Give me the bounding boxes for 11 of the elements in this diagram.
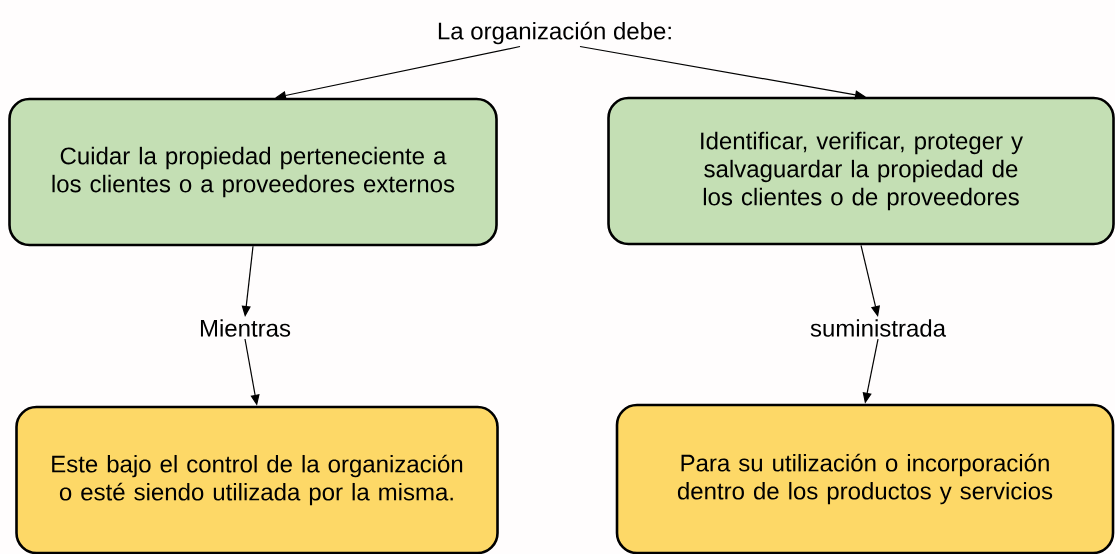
result-box: Para su utilización o incorporación dentro de los productos y servicios [615, 403, 1115, 554]
arrow [860, 244, 880, 317]
arrow [579, 45, 866, 100]
connector-text: La organización debe: [438, 21, 671, 45]
result-box: Este bajo el control de la organización o esté siendo utilizada por la misma. [15, 405, 499, 554]
connector-text: Mientras [200, 319, 291, 337]
process-box: Cuidar la propiedad perteneciente a los clientes o a proveedores externos [8, 97, 498, 247]
connector-text: suministrada [810, 319, 946, 337]
arrow [275, 45, 521, 100]
process-box: Identificar, verificar, proteger y salvaguardar la propiedad de los clientes o de proveedores [607, 96, 1115, 246]
arrow [241, 245, 254, 317]
